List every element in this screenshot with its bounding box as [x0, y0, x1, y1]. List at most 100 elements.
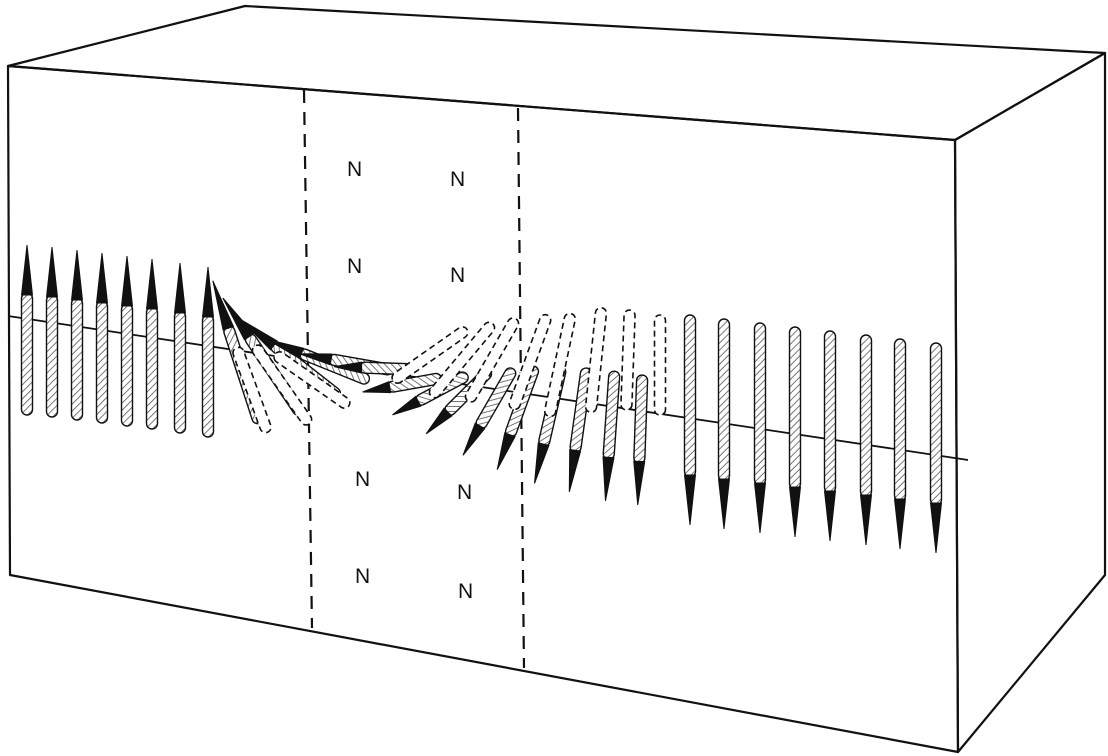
needle-tip	[534, 442, 550, 484]
needle-body	[929, 342, 943, 506]
needle-tip	[496, 432, 516, 470]
needle-tip	[173, 262, 187, 314]
needle-tip	[299, 353, 333, 366]
needle-tip	[120, 255, 134, 307]
needle-body	[145, 306, 159, 430]
needles-group	[20, 244, 943, 554]
needle-tip	[568, 448, 582, 493]
ghost-needle-outline	[653, 314, 667, 416]
needle-body	[120, 303, 134, 427]
compass-needle	[173, 262, 187, 434]
needle-tip	[425, 407, 453, 435]
compass-needle	[496, 365, 540, 470]
needle-tip	[602, 456, 615, 501]
region-label-n: N	[347, 158, 362, 181]
compass-needle	[70, 249, 84, 421]
needle-tip	[201, 266, 215, 318]
ghost-needle-outline	[543, 312, 577, 418]
needle-axis-line	[7, 315, 969, 461]
ghost-needle-outline	[251, 344, 313, 426]
region-label-n: N	[450, 264, 465, 287]
needle-body	[788, 326, 802, 490]
needle-tip	[20, 244, 34, 296]
ghost-needle	[508, 313, 552, 411]
needle-tip	[823, 490, 837, 542]
needle-tip	[717, 478, 731, 530]
needle-body	[683, 314, 697, 478]
ghost-needle	[620, 309, 636, 411]
region-label-n: N	[347, 255, 362, 278]
needle-tip	[70, 249, 84, 301]
ghost-needle-outline	[620, 309, 636, 411]
needle-tip	[753, 482, 767, 534]
needle-tip	[633, 460, 646, 506]
ghost-needle-outline	[508, 313, 552, 411]
needle-tip	[45, 246, 59, 298]
region-label-n: N	[355, 468, 370, 491]
compass-needle	[859, 334, 873, 546]
needle-body	[823, 330, 837, 494]
compass-needle	[462, 367, 517, 456]
needle-body	[95, 300, 109, 424]
compass-needle	[120, 255, 134, 427]
box-top-face	[6, 4, 1107, 142]
compass-needle	[145, 258, 159, 430]
needle-body	[70, 297, 84, 421]
needle-body	[753, 322, 767, 486]
compass-needle	[45, 246, 59, 418]
region-label-n: N	[450, 168, 465, 191]
box-right-face	[953, 51, 1107, 754]
region-label-n: N	[458, 580, 473, 603]
ghost-needle-outline	[584, 306, 608, 414]
compass-needle	[823, 330, 837, 542]
needle-tip	[145, 258, 159, 310]
needle-body	[173, 310, 187, 434]
needle-tip	[95, 252, 109, 304]
needle-tip	[929, 502, 943, 554]
needle-body	[602, 370, 621, 461]
compass-needle	[20, 244, 34, 416]
compass-needle	[717, 318, 731, 530]
compass-needle	[633, 374, 649, 506]
compass-needle	[753, 322, 767, 534]
needle-body	[633, 374, 649, 465]
needle-tip	[893, 498, 907, 550]
ghost-needle	[428, 321, 496, 399]
ghost-needle	[543, 312, 577, 418]
compass-needle	[683, 314, 697, 526]
needle-tip	[240, 319, 278, 351]
ghost-needle	[251, 344, 313, 426]
ghost-needle	[653, 314, 667, 416]
compass-needle	[929, 342, 943, 554]
ghost-needle	[273, 351, 351, 409]
needle-body	[201, 314, 215, 438]
ghost-needle	[391, 326, 469, 384]
compass-needle	[362, 372, 443, 394]
needle-body	[717, 318, 731, 482]
ghost-needle	[584, 306, 608, 414]
needle-tip	[788, 486, 802, 538]
needle-tip	[362, 381, 392, 394]
needle-body	[893, 338, 907, 502]
compass-needle	[568, 367, 593, 493]
ghost-needle-outline	[428, 321, 496, 399]
needle-tip	[462, 422, 486, 456]
needle-body	[859, 334, 873, 498]
ghost-needle-outline	[391, 326, 469, 384]
ghost-needle-outline	[464, 317, 520, 403]
compass-needle	[95, 252, 109, 424]
wall-boundary-right	[516, 107, 526, 669]
box-front-face	[6, 64, 960, 754]
needle-tip	[222, 297, 255, 341]
compass-needle	[893, 338, 907, 550]
needle-tip	[392, 395, 422, 416]
region-label-n: N	[457, 481, 472, 504]
ghost-needle-outline	[273, 351, 351, 409]
needle-tip	[333, 361, 363, 374]
needle-tip	[212, 280, 235, 331]
ghost-needle	[232, 346, 272, 434]
ghost-needle-outline	[232, 346, 272, 434]
region-label-n: N	[355, 565, 370, 588]
needle-body	[20, 292, 34, 416]
